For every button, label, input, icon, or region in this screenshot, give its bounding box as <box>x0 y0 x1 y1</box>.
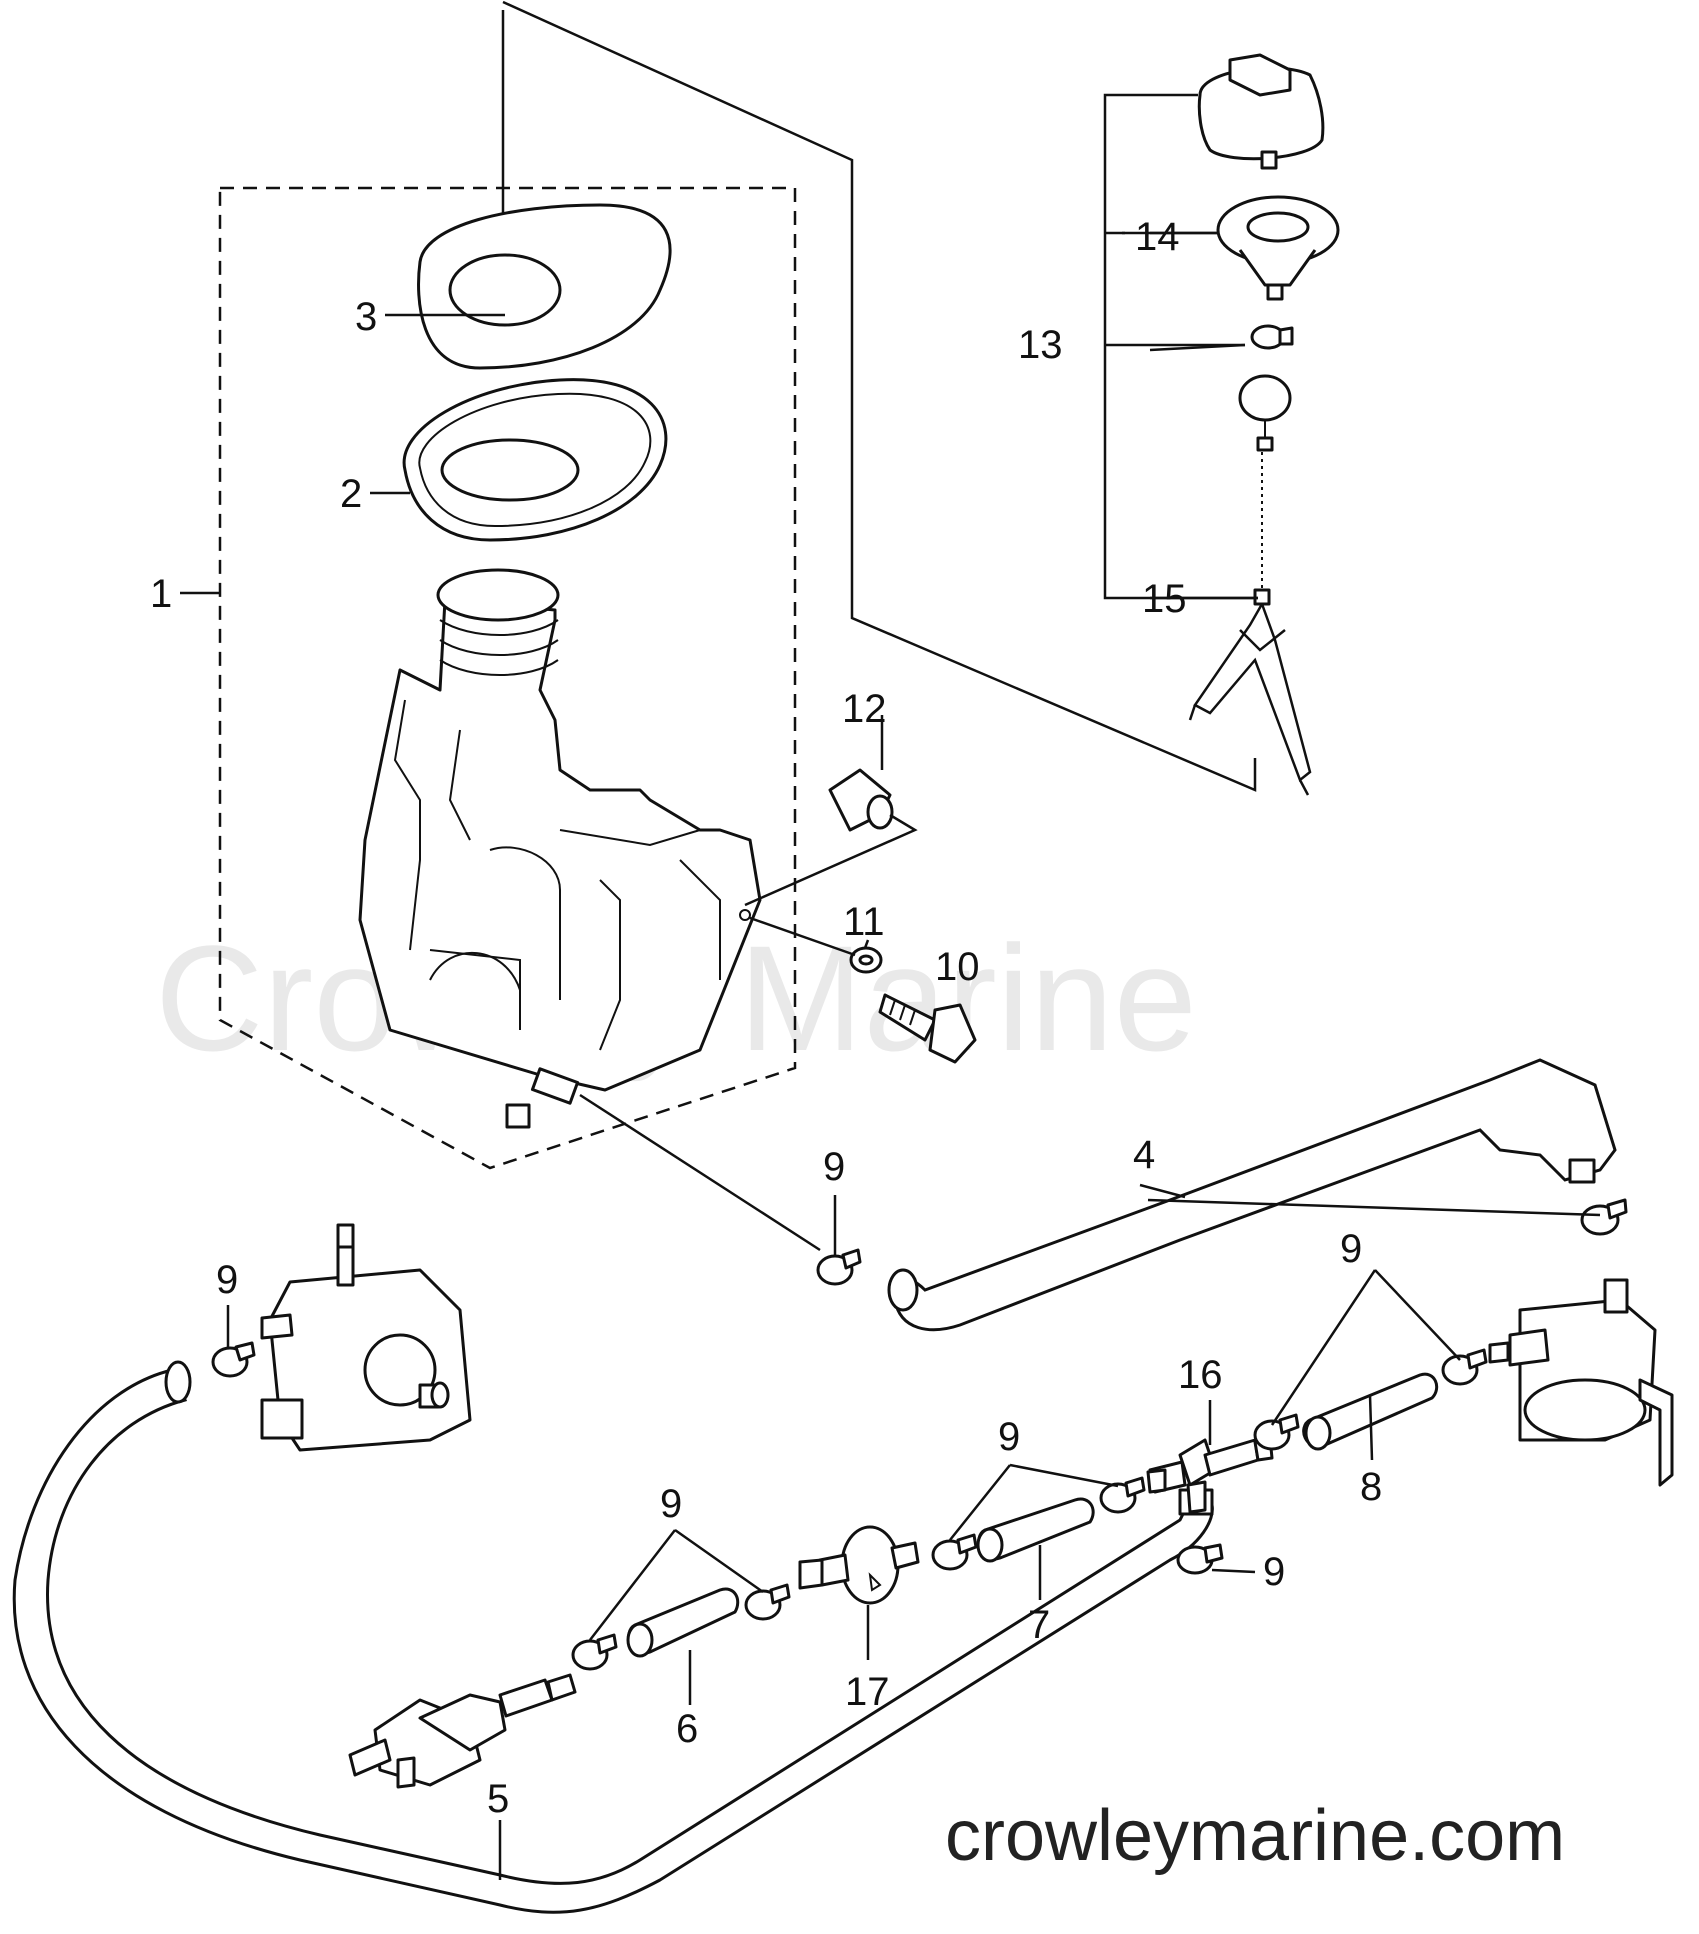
small-clip <box>1250 324 1294 350</box>
callout-5: 5 <box>487 1777 509 1821</box>
callout-6: 6 <box>676 1707 698 1751</box>
hose-clamps <box>211 1198 1628 1671</box>
short-hose-7 <box>976 1497 1095 1563</box>
leader-lines <box>180 231 1601 1880</box>
lower-fuel-hose <box>12 1360 1214 1914</box>
callout-2: 2 <box>340 472 362 516</box>
callout-3: 3 <box>355 295 377 339</box>
callout-11: 11 <box>843 900 885 944</box>
callout-10: 10 <box>935 945 980 989</box>
callout-8: 8 <box>1360 1465 1382 1509</box>
callout-9-a: 9 <box>823 1145 845 1189</box>
callout-4: 4 <box>1133 1133 1155 1177</box>
fuel-connector <box>348 1673 577 1789</box>
callout-16: 16 <box>1178 1353 1223 1397</box>
fuel-pump <box>260 1223 472 1452</box>
callout-14: 14 <box>1135 215 1180 259</box>
grommet <box>744 768 918 907</box>
callout-1: 1 <box>150 572 172 616</box>
callout-7: 7 <box>1028 1603 1050 1647</box>
foam-filter <box>417 203 672 370</box>
cap-seal <box>1216 195 1340 301</box>
filler-cap <box>1197 53 1325 170</box>
callout-13: 13 <box>1018 323 1063 367</box>
upper-fuel-hose <box>887 1058 1617 1332</box>
tank-leader <box>579 1093 821 1252</box>
callout-9-b: 9 <box>216 1258 238 1302</box>
callout-9-d: 9 <box>998 1415 1020 1459</box>
callout-17: 17 <box>845 1670 890 1714</box>
group-bracket <box>1103 93 1258 600</box>
footer-url: crowleymarine.com <box>945 1796 1565 1876</box>
callouts: 1 2 3 4 5 6 7 8 9 9 9 9 9 9 10 11 12 13 … <box>150 215 1382 1821</box>
oil-tank <box>358 568 762 1129</box>
fuel-filter-valve <box>1488 1278 1674 1487</box>
chain-retainer <box>1188 374 1312 796</box>
inline-filter <box>798 1525 920 1605</box>
washer <box>749 916 883 974</box>
callout-9-e: 9 <box>660 1482 682 1526</box>
callout-9-f: 9 <box>1263 1550 1285 1594</box>
short-hose-6 <box>626 1587 740 1658</box>
kit-boundary <box>218 186 797 1170</box>
gasket-ring <box>402 378 668 542</box>
callout-12: 12 <box>842 687 887 731</box>
callout-9-c: 9 <box>1340 1227 1362 1271</box>
callout-15: 15 <box>1142 577 1187 621</box>
bolt <box>878 993 977 1064</box>
